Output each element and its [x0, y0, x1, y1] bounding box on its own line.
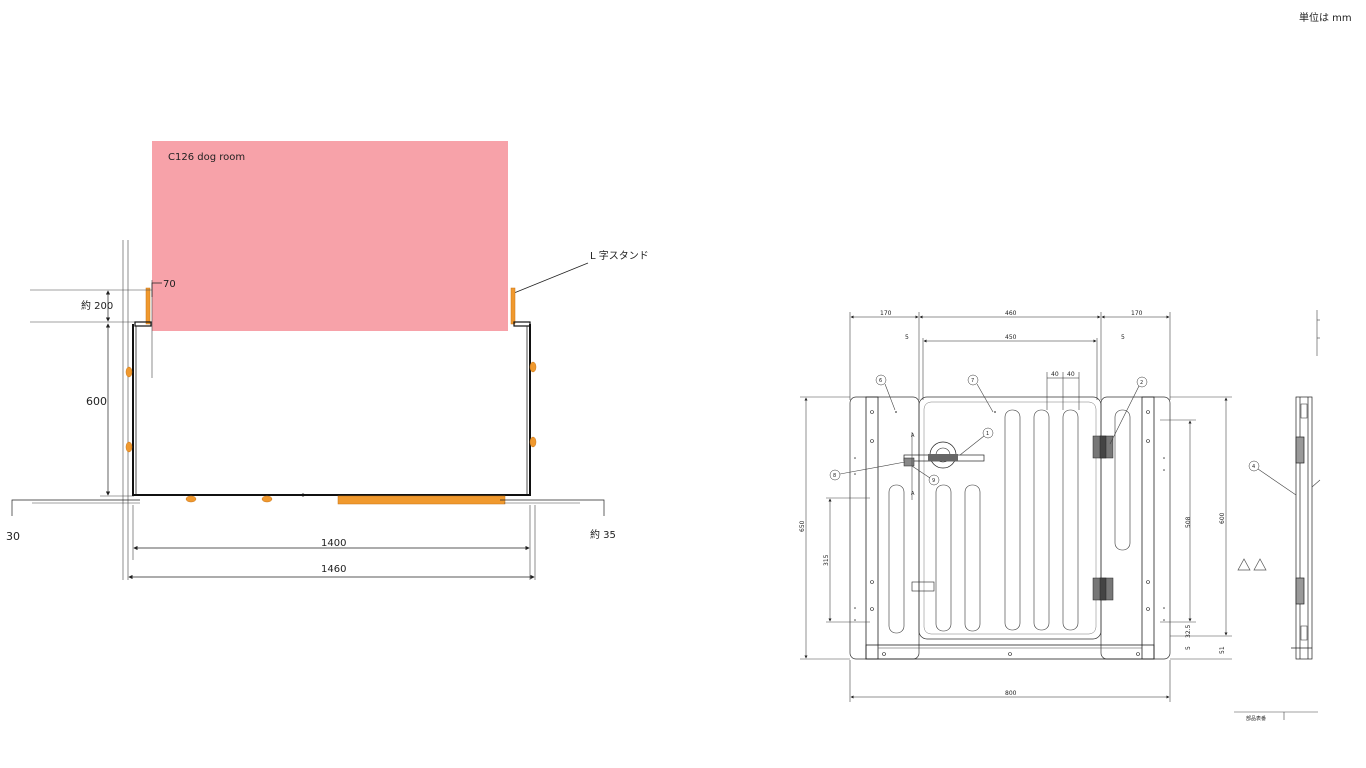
title-block-text: 部品表番 [1246, 715, 1266, 722]
bottom-rail [865, 644, 1155, 660]
hinge-upper [1092, 435, 1114, 459]
d70-leader [151, 282, 162, 297]
pen-top-cap-right [513, 321, 531, 327]
dim-460: 460 [1005, 310, 1017, 317]
callout-7: 7 [971, 378, 974, 384]
left-floor-plan: C126 dog room L 字スタンド 70 約 200 600 [6, 141, 649, 580]
callout-4: 4 [1252, 464, 1255, 470]
door-panel [918, 396, 1102, 640]
bottom-stand [337, 495, 506, 505]
dim-32-5: 32.5 [1185, 624, 1192, 638]
foot [529, 361, 537, 373]
dim-40-b: 40 [1067, 371, 1075, 378]
dim-200: 約 200 [81, 299, 113, 312]
right-part-drawing: 170 460 170 450 5 5 40 40 [799, 310, 1321, 722]
dim-30: 30 [6, 530, 20, 543]
foot [261, 495, 273, 503]
callout-9: 9 [932, 478, 935, 484]
foot [529, 436, 537, 448]
section-mark-top: A [911, 433, 915, 439]
dim-70: 70 [163, 279, 176, 290]
dim-1460: 1460 [321, 564, 346, 575]
section-mark-bottom: A [911, 491, 915, 497]
dim-650: 650 [799, 520, 806, 532]
dim-5-left: 5 [905, 334, 909, 341]
callout-1: 1 [986, 431, 989, 437]
dim-51: 51 [1219, 646, 1226, 654]
l-stand-right [510, 287, 516, 325]
side-panel-left [849, 396, 920, 660]
dim-5-bottom: 5 [1185, 646, 1192, 650]
dim-5-right: 5 [1121, 334, 1125, 341]
post-right [1141, 396, 1155, 660]
dim-315: 315 [823, 554, 830, 566]
l-stand-left [145, 287, 151, 325]
callout-6: 6 [879, 378, 882, 384]
room-label: C126 dog room [168, 152, 245, 163]
pen-top-cap-left [134, 321, 152, 327]
side-view [1291, 396, 1313, 660]
post-left [865, 396, 879, 660]
dim-1400: 1400 [321, 538, 346, 549]
dim-600-right: 600 [1219, 512, 1226, 524]
foot [125, 366, 133, 378]
hinge-lower [1092, 577, 1114, 601]
dim-35: 約 35 [590, 528, 616, 541]
callout-2: 2 [1140, 380, 1143, 386]
callout-8: 8 [833, 473, 836, 479]
stand-label: L 字スタンド [590, 249, 649, 262]
dim-450: 450 [1005, 334, 1017, 341]
foot [125, 441, 133, 453]
dog-room-area [152, 141, 508, 331]
stand-leader [513, 262, 589, 294]
foot [185, 495, 197, 503]
dim-40-a: 40 [1051, 371, 1059, 378]
dim-170-right: 170 [1131, 310, 1143, 317]
dim-800: 800 [1005, 690, 1017, 697]
dim-600: 600 [86, 395, 107, 408]
units-note: 単位は mm [1299, 13, 1352, 24]
dim-508: 508 [1185, 516, 1192, 528]
dim-170-left: 170 [880, 310, 892, 317]
warning-triangle-icon [1237, 558, 1267, 571]
